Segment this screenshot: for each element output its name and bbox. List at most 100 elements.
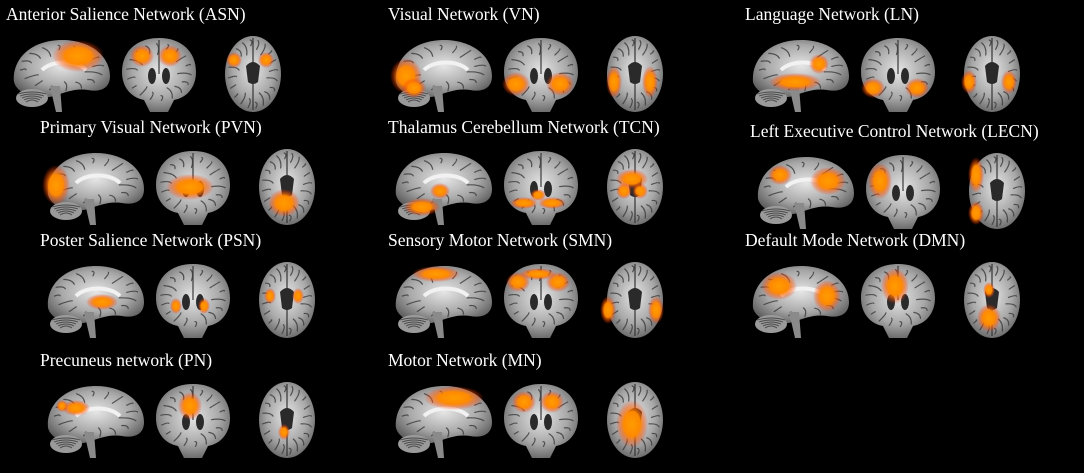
activation-core [982, 310, 996, 326]
sagittal-slice [750, 147, 860, 233]
activation-core [172, 301, 180, 311]
activation-core [528, 270, 548, 278]
coronal-slice [855, 256, 941, 342]
activation-core [294, 291, 302, 301]
coronal-slice [498, 30, 584, 116]
axial-slice [244, 256, 330, 342]
coronal-slice [860, 147, 946, 233]
coronal-slice [150, 256, 236, 342]
activation-core [818, 173, 838, 189]
axial-slice [949, 30, 1035, 116]
activation-core [183, 398, 197, 414]
panel-title-ln: Language Network (LN) [745, 4, 919, 24]
activation-core [68, 403, 84, 413]
activation-core [517, 395, 531, 409]
coronal-slice [498, 256, 584, 342]
activation-core [971, 206, 981, 220]
activation-core [407, 82, 421, 94]
panel-title-pn: Precuneus network (PN) [40, 350, 213, 370]
activation-core [819, 287, 835, 305]
axial-slice [592, 256, 678, 342]
coronal-slice [855, 30, 941, 116]
activation-core [635, 186, 645, 196]
activation-core [176, 179, 204, 195]
panel-title-dmn: Default Mode Network (DMN) [745, 230, 966, 250]
activation-core [275, 195, 293, 211]
activation-core [422, 269, 450, 279]
axial-slice [244, 376, 330, 462]
panel-title-lecn: Left Executive Control Network (LECN) [750, 121, 1039, 141]
activation-core [516, 199, 532, 207]
activation-core [964, 75, 974, 89]
coronal-slice [498, 143, 584, 229]
activation-core [552, 77, 568, 91]
sagittal-slice [40, 143, 150, 229]
activation-core [603, 302, 613, 318]
sagittal-slice [40, 256, 150, 342]
activation-core [623, 173, 641, 185]
activation-core [511, 276, 525, 288]
sagittal-slice [6, 30, 116, 116]
activation-core [163, 49, 177, 63]
activation-core [135, 49, 149, 63]
panel-title-mn: Motor Network (MN) [388, 350, 542, 370]
coronal-slice [498, 376, 584, 462]
activation-core [229, 55, 239, 65]
activation-core [769, 278, 789, 294]
axial-slice [949, 256, 1035, 342]
activation-core [873, 171, 887, 191]
panel-title-smn: Sensory Motor Network (SMN) [388, 230, 613, 250]
panel-title-asn: Anterior Salience Network (ASN) [6, 4, 246, 24]
activation-core [985, 285, 993, 295]
activation-core [412, 202, 432, 212]
activation-core [651, 302, 661, 318]
activation-core [93, 297, 111, 307]
activation-core [58, 402, 66, 410]
activation-core [619, 186, 629, 196]
activation-core [508, 77, 524, 91]
activation-core [609, 73, 619, 91]
activation-core [533, 191, 543, 199]
activation-core [261, 55, 271, 65]
activation-core [545, 395, 559, 409]
panel-title-pvn: Primary Visual Network (PVN) [40, 117, 262, 137]
axial-slice [592, 376, 678, 462]
axial-slice [592, 30, 678, 116]
activation-core [551, 276, 565, 288]
activation-core [887, 276, 903, 296]
sagittal-slice [388, 30, 498, 116]
activation-core [623, 410, 641, 438]
activation-core [544, 199, 560, 207]
axial-slice [592, 143, 678, 229]
activation-core [971, 165, 981, 185]
axial-slice [954, 147, 1040, 233]
activation-core [1004, 75, 1014, 89]
axial-slice [244, 143, 330, 229]
activation-core [280, 427, 288, 437]
activation-core [48, 174, 64, 196]
activation-core [910, 82, 924, 94]
activation-core [866, 82, 880, 94]
panel-title-tcn: Thalamus Cerebellum Network (TCN) [388, 117, 660, 137]
activation-core [434, 186, 446, 196]
sagittal-slice [388, 376, 498, 462]
activation-core [780, 77, 810, 87]
activation-core [200, 301, 208, 311]
panel-title-psn: Poster Salience Network (PSN) [40, 230, 262, 250]
activation-core [773, 169, 787, 181]
sagittal-slice [745, 256, 855, 342]
coronal-slice [150, 143, 236, 229]
activation-core [813, 58, 825, 70]
sagittal-slice [388, 143, 498, 229]
sagittal-slice [40, 376, 150, 462]
activation-core [645, 73, 655, 91]
axial-slice [210, 30, 296, 116]
activation-core [266, 291, 274, 301]
sagittal-slice [745, 30, 855, 116]
panel-title-vn: Visual Network (VN) [388, 4, 540, 24]
activation-core [437, 391, 471, 405]
activation-core [63, 47, 93, 65]
coronal-slice [116, 30, 202, 116]
sagittal-slice [388, 256, 498, 342]
